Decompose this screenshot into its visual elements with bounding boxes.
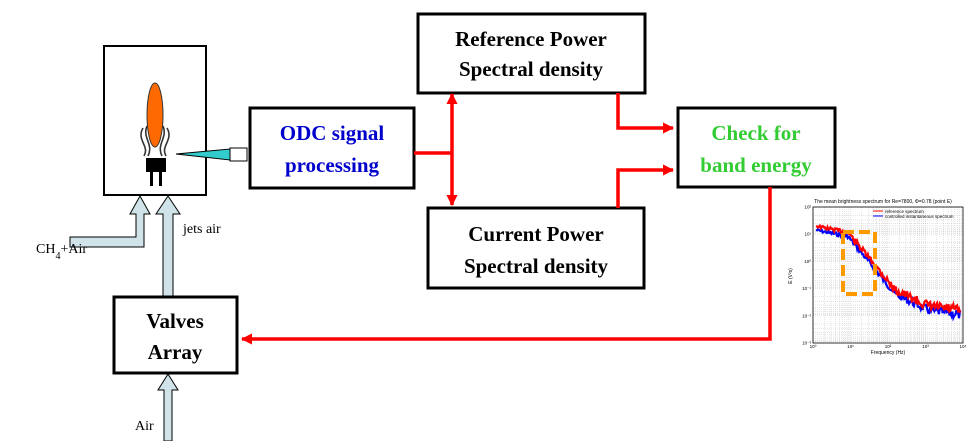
jets-air-pipe bbox=[155, 195, 181, 298]
inset-band-window bbox=[841, 230, 877, 296]
reference-to-check-arrow bbox=[616, 93, 675, 134]
burner-base bbox=[146, 158, 166, 172]
inset-x-tick: 10¹ bbox=[847, 344, 854, 349]
valves-line2: Array bbox=[148, 340, 203, 364]
ch4-air-label: CH4+Air bbox=[36, 242, 87, 262]
current-to-check-arrow bbox=[616, 164, 675, 208]
current-psd-line1: Current Power bbox=[468, 222, 604, 246]
inset-y-tick: 10⁰ bbox=[804, 259, 811, 264]
inset-legend-reference: reference spectrum bbox=[885, 209, 924, 214]
check-band-energy-box: Check for band energy bbox=[676, 106, 837, 189]
current-psd-line2: Spectral density bbox=[464, 254, 609, 278]
signal-arrows bbox=[240, 92, 772, 345]
inset-legend-current: controlled instantaneous spectrum bbox=[885, 214, 954, 219]
reference-psd-line1: Reference Power bbox=[455, 27, 607, 51]
inset-y-tick: 10¹ bbox=[804, 232, 811, 237]
inset-y-tick: 10² bbox=[804, 205, 811, 210]
inset-x-tick: 10³ bbox=[922, 344, 929, 349]
inset-y-tick: 10⁻³ bbox=[802, 341, 811, 346]
inset-x-tick: 10² bbox=[885, 344, 892, 349]
ch4-air-pipe bbox=[69, 194, 151, 248]
optical-probe bbox=[175, 147, 248, 162]
inset-x-tick: 10⁴ bbox=[960, 344, 967, 349]
odc-processing-box: ODC signal processing bbox=[248, 106, 416, 190]
valves-array-box: Valves Array bbox=[112, 295, 239, 375]
air-label: Air bbox=[135, 419, 154, 434]
inset-current-curve bbox=[815, 228, 962, 322]
inset-y-tick: 10⁻² bbox=[802, 313, 811, 318]
jets-air-label: jets air bbox=[182, 222, 221, 237]
check-line1: Check for bbox=[711, 121, 800, 145]
inset-ticks: 10⁰ 10¹ 10² 10³ 10⁴ 10² 10¹ 10⁰ 10⁻¹ 10⁻² 10⁻³ bbox=[802, 205, 966, 350]
reference-psd-box: Reference Power Spectral density bbox=[416, 12, 647, 95]
valves-line1: Valves bbox=[146, 309, 204, 333]
inset-x-tick: 10⁰ bbox=[810, 344, 817, 349]
check-line2: band energy bbox=[700, 153, 812, 177]
inset-plot-frame bbox=[812, 206, 964, 344]
air-inlet-pipe bbox=[157, 373, 179, 441]
odc-line1: ODC signal bbox=[280, 121, 385, 145]
burner bbox=[140, 82, 170, 186]
reference-psd-line2: Spectral density bbox=[459, 57, 604, 81]
feedback-to-valves-arrow bbox=[240, 187, 772, 345]
current-psd-box: Current Power Spectral density bbox=[426, 206, 646, 290]
inset-ylabel: E (V²s) bbox=[788, 268, 794, 284]
flame bbox=[146, 82, 164, 148]
inset-xlabel: Frequency (Hz) bbox=[871, 350, 906, 356]
inset-reference-curve bbox=[815, 223, 962, 314]
inset-title: The mean brightness spectrum for Re=7800… bbox=[814, 199, 952, 205]
inset-y-tick: 10⁻¹ bbox=[802, 286, 811, 291]
burner-jets bbox=[140, 125, 170, 157]
odc-line2: processing bbox=[285, 153, 380, 177]
spectrum-inset: The mean brightness spectrum for Re=7800… bbox=[776, 196, 967, 361]
